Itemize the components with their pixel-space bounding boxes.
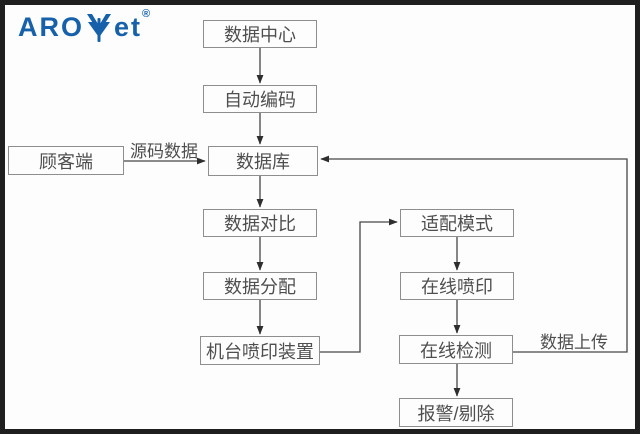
edge-label-data-upload: 数据上传 — [540, 333, 608, 352]
flow-node-data-compare: 数据对比 — [203, 209, 317, 237]
edge-label-source-code-data: 源码数据 — [130, 142, 198, 161]
flow-node-machine-print-device: 机台喷印装置 — [200, 336, 320, 365]
flow-node-auto-encoding: 自动编码 — [203, 85, 317, 113]
registered-trademark-symbol: ® — [142, 8, 151, 20]
edge-dataupload-feedback-to-database — [320, 155, 628, 353]
wheat-leaf-icon — [87, 14, 111, 42]
flow-node-alarm-reject: 报警/剔除 — [399, 398, 513, 427]
flow-node-data-center: 数据中心 — [203, 20, 317, 48]
logo-text-et: et — [114, 12, 143, 42]
flow-node-database: 数据库 — [208, 146, 318, 176]
flow-node-online-print: 在线喷印 — [400, 272, 514, 300]
flow-node-adapt-mode: 适配模式 — [400, 209, 514, 237]
flow-node-customer-side: 顾客端 — [8, 146, 124, 175]
arojet-logo: ARO et ® — [18, 8, 151, 44]
edge-machineprint-to-adaptmode — [320, 218, 398, 353]
flow-node-online-detect: 在线检测 — [399, 335, 513, 364]
flow-node-data-distribute: 数据分配 — [203, 272, 317, 300]
logo-text-aro: ARO — [18, 12, 84, 42]
